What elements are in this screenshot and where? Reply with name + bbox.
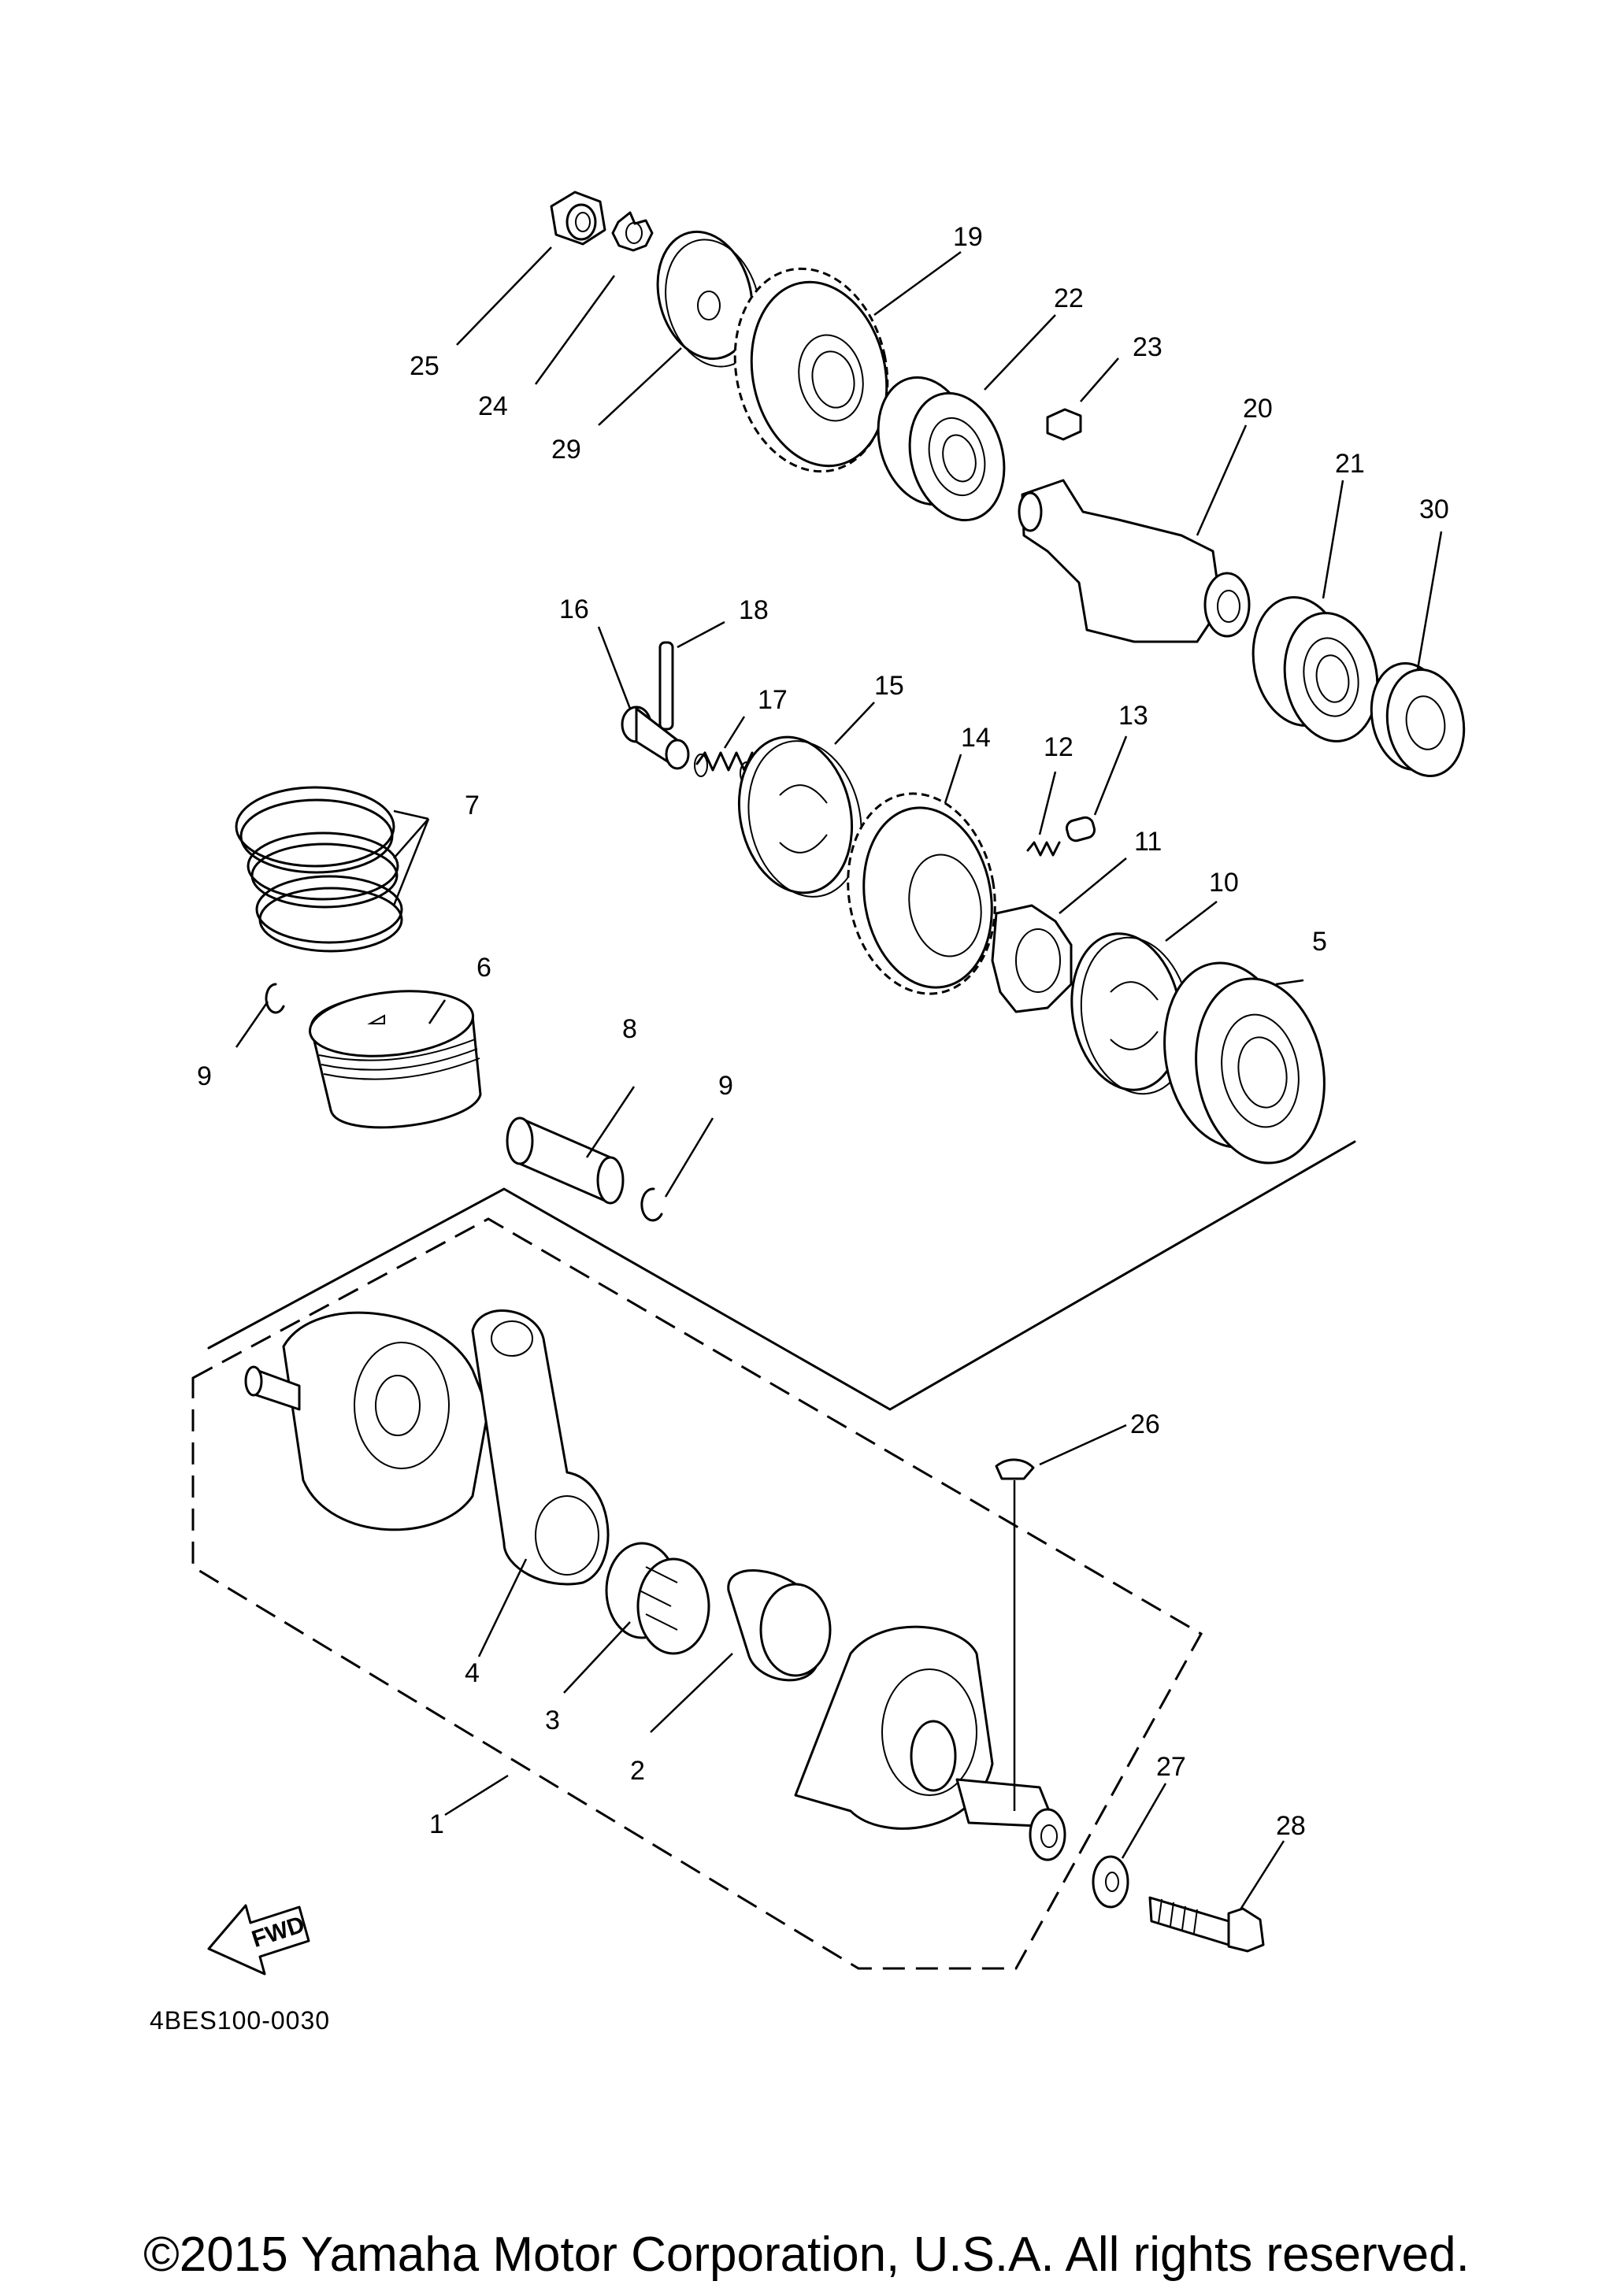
callout-16: 16 (559, 594, 589, 624)
callout-2: 2 (630, 1756, 645, 1786)
part-30-bearing (1370, 662, 1466, 777)
part-1-crank-web-right (794, 1625, 1066, 1861)
part-8-piston-pin (506, 1117, 625, 1205)
part-27-washer (1092, 1855, 1129, 1909)
callout-9a: 9 (197, 1061, 212, 1091)
callout-23: 23 (1133, 332, 1162, 362)
part-22-bearing (877, 376, 1006, 522)
part-1-crank-web-left (244, 1311, 490, 1531)
assembly-outline-1 (191, 1217, 1203, 1970)
copyright-notice: ©2015 Yamaha Motor Corporation, U.S.A. A… (143, 2227, 1470, 2282)
callout-3: 3 (545, 1705, 560, 1735)
callout-22: 22 (1054, 283, 1084, 313)
callout-5: 5 (1312, 927, 1327, 957)
part-20-balancer-shaft (1018, 479, 1251, 643)
callout-15: 15 (874, 671, 904, 701)
callout-28: 28 (1276, 1811, 1306, 1841)
part-16-pin (621, 705, 690, 770)
leader-lines (235, 246, 1443, 1910)
part-9-clip-left (265, 983, 285, 1014)
part-11-damper-holder (991, 904, 1073, 1013)
callout-4: 4 (465, 1658, 480, 1688)
callout-10: 10 (1209, 868, 1239, 898)
callout-9b: 9 (718, 1071, 733, 1101)
callout-6: 6 (476, 953, 491, 983)
group-line (207, 1140, 1356, 1411)
callout-26: 26 (1130, 1409, 1160, 1439)
part-14-gear (847, 792, 996, 995)
callout-11: 11 (1134, 827, 1162, 857)
callout-30: 30 (1419, 494, 1449, 524)
part-24-lock-washer (611, 211, 654, 252)
callout-12: 12 (1044, 732, 1073, 762)
callout-14: 14 (961, 723, 991, 753)
part-28-bolt (1148, 1896, 1265, 1953)
callout-13: 13 (1118, 701, 1148, 731)
callout-19: 19 (953, 222, 983, 252)
part-21-bearing (1251, 596, 1379, 742)
part-26-key (995, 1458, 1035, 1480)
callout-18: 18 (739, 595, 769, 625)
part-12-spring (1026, 841, 1061, 857)
part-25-nut (550, 191, 606, 246)
part-3-needle-bearing (605, 1542, 710, 1655)
callout-21: 21 (1335, 449, 1365, 479)
callout-24: 24 (478, 391, 508, 421)
part-4-connecting-rod (471, 1309, 610, 1586)
part-2-crank-pin (727, 1569, 832, 1682)
part-23-key (1046, 408, 1082, 441)
callout-7: 7 (465, 791, 480, 820)
part-18-pin (658, 641, 674, 731)
part-6-piston (308, 990, 482, 1129)
part-13-pin (1065, 816, 1096, 842)
part-15-plate (737, 735, 862, 898)
part-7-piston-rings (235, 786, 403, 953)
part-19-balancer-gear (733, 267, 889, 473)
callout-8: 8 (622, 1014, 637, 1044)
callout-17: 17 (758, 685, 788, 715)
fwd-arrow-icon: FWD (207, 1904, 310, 1976)
callout-1: 1 (429, 1809, 444, 1839)
part-9-clip-right (640, 1187, 663, 1222)
callout-20: 20 (1243, 394, 1273, 424)
callout-29: 29 (551, 435, 581, 465)
callout-25: 25 (410, 351, 439, 381)
callout-27: 27 (1156, 1752, 1186, 1782)
diagram-code: 4BES100-0030 (150, 2006, 331, 2035)
part-5-bearing (1163, 961, 1326, 1165)
